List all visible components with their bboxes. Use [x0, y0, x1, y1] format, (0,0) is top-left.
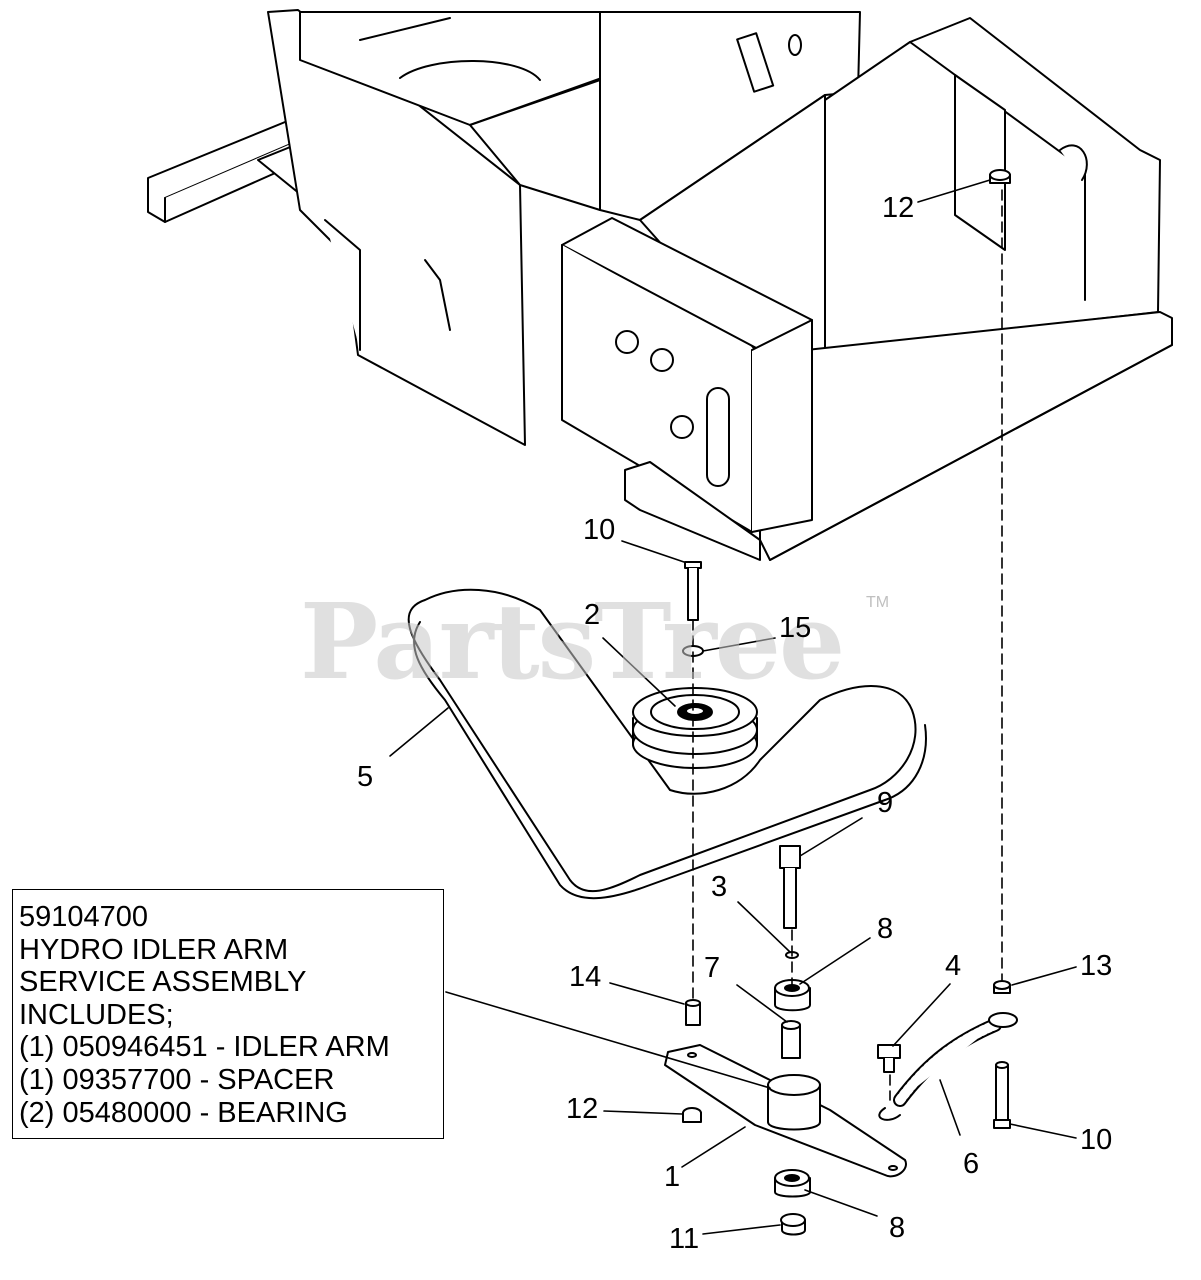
callout-14: 14: [569, 961, 601, 993]
callout-7: 7: [704, 952, 720, 984]
callout-5: 5: [357, 761, 373, 793]
callout-2: 2: [584, 599, 600, 631]
callout-10-upper: 10: [583, 514, 615, 546]
note-line-title: HYDRO IDLER ARM: [19, 933, 289, 966]
note-item-idler-arm: (1) 050946451 - IDLER ARM: [19, 1031, 390, 1064]
callout-1: 1: [664, 1161, 680, 1193]
callout-10-lower: 10: [1080, 1124, 1112, 1156]
callout-11: 11: [669, 1223, 699, 1255]
centerlines: [692, 189, 1003, 1101]
note-line-includes: INCLUDES;: [19, 998, 174, 1031]
note-item-bearing: (2) 05480000 - BEARING: [19, 1096, 348, 1129]
note-part-number: 59104700: [19, 901, 149, 933]
note-line-subtitle: SERVICE ASSEMBLY: [19, 966, 307, 999]
watermark-trademark: TM: [866, 594, 889, 611]
callout-4: 4: [945, 950, 961, 982]
leader-lines: [389, 179, 1077, 1235]
watermark-text: PartsTree: [300, 580, 843, 703]
callout-9: 9: [877, 787, 893, 819]
callout-12-lower: 12: [566, 1093, 598, 1125]
hardware: [664, 169, 1018, 1236]
service-assembly-note: 59104700 HYDRO IDLER ARM SERVICE ASSEMBL…: [12, 889, 444, 1139]
callout-numbers: 10 15 2 5 9 3 8 7 14 4 13 12 1 6 10 8 11…: [357, 192, 1112, 1255]
callout-15: 15: [779, 612, 811, 644]
callout-6: 6: [963, 1148, 979, 1180]
callout-12-upper: 12: [882, 192, 914, 224]
callout-3: 3: [711, 871, 727, 903]
note-item-spacer: (1) 09357700 - SPACER: [19, 1063, 335, 1096]
callout-8-lower: 8: [889, 1212, 905, 1244]
callout-8-upper: 8: [877, 913, 893, 945]
callout-13: 13: [1080, 950, 1112, 982]
belt: [407, 588, 927, 900]
mower-frame: [147, 9, 1173, 561]
